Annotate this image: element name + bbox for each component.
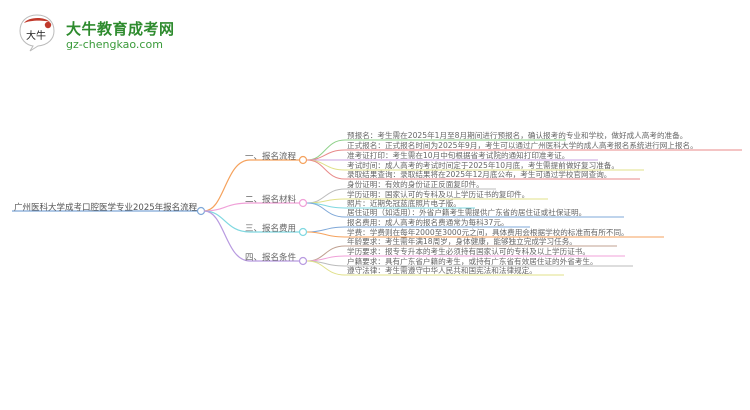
- logo-url: gz-chengkao.com: [66, 38, 163, 51]
- branch-registration-fees[interactable]: 三、报名费用: [245, 224, 297, 234]
- leaf-admission-results[interactable]: 录取结果查询：录取结果将在2025年12月底公布，考生可通过学校官网查询。: [347, 170, 612, 179]
- leaf-education-requirement[interactable]: 学历要求：报专专升本的考生必须持有国家认可的专科及以上学历证书。: [347, 247, 590, 256]
- leaf-formal-registration[interactable]: 正式报名：正式报名时间为2025年9月，考生可以通过广州医科大学的成人高考报名系…: [347, 141, 698, 150]
- branch-registration-conditions[interactable]: 四、报名条件: [245, 253, 297, 263]
- mindmap-root-node[interactable]: 广州医科大学成考口腔医学专业2025年报名流程: [14, 203, 198, 213]
- branch-registration-process[interactable]: 一、报名流程: [245, 152, 297, 162]
- leaf-id-proof[interactable]: 身份证明：有效的身份证正反面复印件。: [347, 180, 484, 189]
- logo-title: 大牛教育成考网: [66, 20, 175, 38]
- leaf-admission-ticket[interactable]: 准考证打印：考生需在10月中旬根据省考试院的通知打印准考证。: [347, 151, 570, 160]
- leaf-residence-proof[interactable]: 居住证明（如适用）：外省户籍考生需提供广东省的居住证或社保证明。: [347, 208, 587, 217]
- logo-mark-icon: 大牛: [19, 14, 55, 52]
- leaf-registration-fee[interactable]: 报名费用：成人高考的报名费通常为每科37元。: [347, 218, 509, 227]
- leaf-exam-time[interactable]: 考试时间：成人高考的考试时间定于2025年10月底，考生需提前做好复习准备。: [347, 161, 619, 170]
- leaf-education-proof[interactable]: 学历证明：国家认可的专科及以上学历证书的复印件。: [347, 190, 530, 199]
- leaf-legal-compliance[interactable]: 遵守法律：考生需遵守中华人民共和国宪法和法律规定。: [347, 266, 537, 275]
- leaf-residency-requirement[interactable]: 户籍要求：具有广东省户籍的考生，或持有广东省有效居住证的外省考生。: [347, 257, 598, 266]
- leaf-photo[interactable]: 照片：近期免冠蓝底照片电子版。: [347, 199, 461, 208]
- leaf-age-requirement[interactable]: 年龄要求：考生需年满18周岁，身体健康，能够独立完成学习任务。: [347, 237, 577, 246]
- svg-text:大牛: 大牛: [26, 29, 46, 42]
- leaf-tuition[interactable]: 学费：学费则在每年2000至3000元之间，具体费用会根据学校的标准而有所不同。: [347, 228, 629, 237]
- site-logo[interactable]: 大牛 大牛教育成考网 gz-chengkao.com: [18, 12, 178, 54]
- leaf-pre-registration[interactable]: 预报名：考生需在2025年1月至8月期间进行预报名，确认报考的专业和学校，做好成…: [347, 131, 688, 140]
- branch-registration-materials[interactable]: 二、报名材料: [245, 195, 297, 205]
